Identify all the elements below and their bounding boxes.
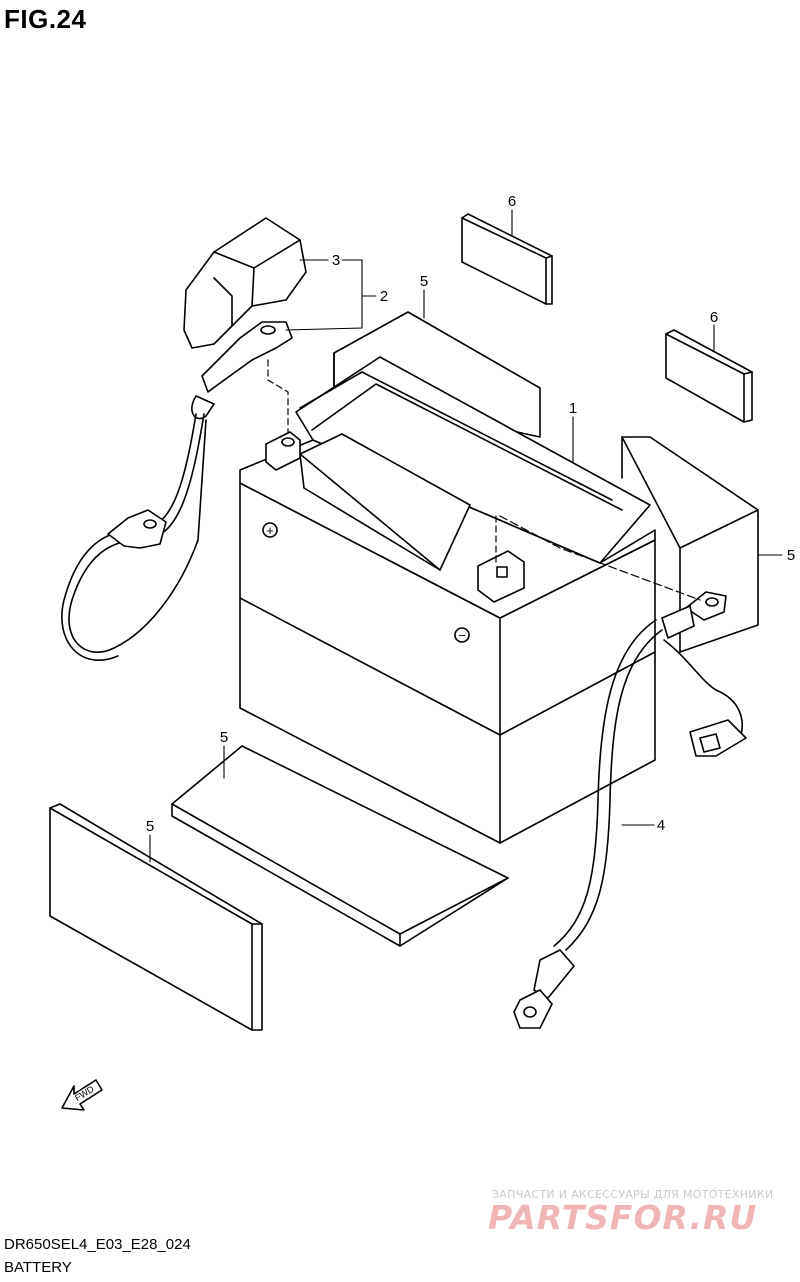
positive-lead	[61, 321, 293, 661]
negative-terminal	[477, 550, 525, 603]
watermark-logo: PARTSFOR.RU	[488, 1198, 758, 1237]
negative-mark-icon	[454, 627, 470, 643]
callout-4: 4	[657, 817, 665, 834]
pad-small-top	[461, 213, 553, 305]
callout-1: 1	[569, 400, 577, 417]
callout-5-rear: 5	[420, 273, 428, 290]
negative-lead	[513, 591, 747, 1029]
callout-6-top: 6	[508, 193, 516, 210]
pad-small-right	[665, 329, 753, 423]
leader-lines	[149, 209, 783, 863]
positive-mark: +	[266, 523, 274, 538]
callout-5-right: 5	[787, 547, 795, 564]
pad-front	[49, 803, 263, 1031]
positive-mark-icon	[262, 522, 278, 538]
callout-5-bottom: 5	[220, 729, 228, 746]
fwd-arrow-icon: FWD	[61, 1079, 103, 1111]
battery: + −	[239, 356, 656, 844]
callout-3: 3	[332, 252, 340, 269]
diagram-code: DR650SEL4_E03_E28_024	[4, 1236, 191, 1253]
pad-rear	[333, 311, 541, 438]
callout-2: 2	[380, 288, 388, 305]
callout-6-right: 6	[710, 309, 718, 326]
positive-terminal	[265, 431, 301, 471]
terminal-cover	[183, 217, 307, 349]
watermark-tagline: ЗАПЧАСТИ И АКСЕССУАРЫ ДЛЯ МОТОТЕХНИКИ	[492, 1188, 774, 1201]
figure-title: FIG.24	[4, 4, 87, 34]
pad-bottom	[171, 745, 509, 947]
callout-5-front: 5	[146, 818, 154, 835]
diagram-caption: BATTERY	[4, 1259, 72, 1276]
negative-mark: −	[458, 628, 466, 643]
